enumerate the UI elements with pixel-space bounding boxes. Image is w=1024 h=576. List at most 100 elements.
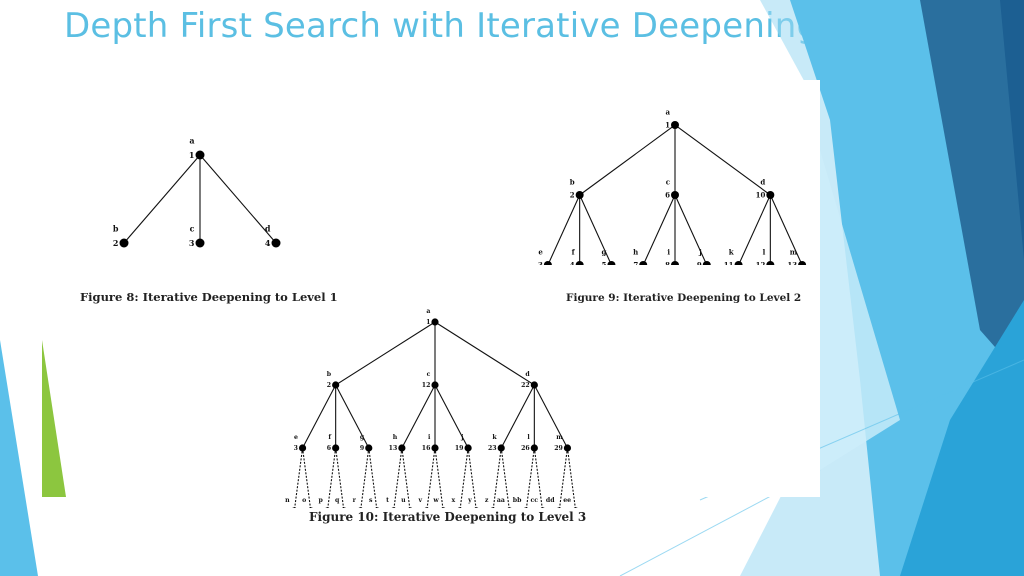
node-name-label: a bbox=[189, 135, 194, 145]
tree-node-dot bbox=[424, 507, 429, 508]
node-order-label: 23 bbox=[488, 445, 497, 452]
tree-node-dot bbox=[573, 507, 578, 508]
tree-node-dot bbox=[375, 507, 380, 508]
tree-edge bbox=[579, 194, 612, 265]
node-order-label: 3 bbox=[189, 238, 195, 248]
tree-node-dot bbox=[271, 238, 281, 248]
node-name-label: h bbox=[393, 434, 398, 441]
tree-node-dot bbox=[358, 507, 363, 508]
node-name-label: ee bbox=[563, 497, 571, 504]
node-name-label: b bbox=[570, 178, 575, 187]
node-order-label: 2 bbox=[327, 382, 331, 389]
tree-edges bbox=[123, 154, 277, 244]
tree-node-dot bbox=[365, 444, 373, 452]
node-name-label: m bbox=[556, 434, 563, 441]
node-order-label: 12 bbox=[756, 260, 766, 265]
tree-node-dot bbox=[431, 444, 439, 452]
tree-node-dot bbox=[563, 444, 572, 452]
tree-node-dot bbox=[341, 507, 346, 508]
tree-node-dot bbox=[441, 507, 446, 508]
node-name-label: i bbox=[428, 434, 431, 441]
node-name-label: c bbox=[427, 371, 431, 378]
tree-edge bbox=[335, 447, 345, 508]
node-order-label: 1 bbox=[426, 319, 430, 326]
right-dark-blue-panel bbox=[920, 0, 1024, 380]
tree-edge bbox=[434, 321, 535, 386]
node-order-label: 9 bbox=[697, 260, 702, 265]
tree-edge bbox=[426, 447, 436, 508]
node-order-label: 6 bbox=[327, 445, 331, 452]
tree-edge bbox=[199, 154, 277, 244]
tree-node-dot bbox=[298, 444, 307, 452]
node-name-label: p bbox=[318, 497, 323, 504]
tree-edge bbox=[769, 194, 803, 265]
tree-node-dot bbox=[332, 444, 340, 452]
node-name-label: s bbox=[369, 497, 373, 504]
node-order-label: 1 bbox=[189, 150, 195, 160]
node-order-label: 9 bbox=[360, 445, 364, 452]
tree-edge bbox=[547, 194, 581, 265]
right-mid-blue-panel bbox=[900, 300, 1024, 576]
node-name-label: h bbox=[633, 248, 638, 257]
tree-edge bbox=[401, 384, 436, 449]
tree-edge bbox=[360, 447, 370, 508]
tree-node-dot bbox=[457, 507, 462, 508]
tree-edge bbox=[294, 447, 304, 508]
node-name-label: bb bbox=[513, 497, 522, 504]
tree-node-dot bbox=[408, 507, 413, 508]
node-order-label: 2 bbox=[113, 238, 119, 248]
node-order-label: 22 bbox=[521, 382, 530, 389]
tree-edge bbox=[500, 447, 510, 508]
node-name-label: f bbox=[572, 248, 576, 257]
tree-node-dot bbox=[530, 381, 538, 389]
tree-edge bbox=[401, 447, 411, 508]
tree-edge bbox=[525, 447, 535, 508]
right-deep-blue-panel bbox=[1000, 0, 1024, 260]
tree-edge bbox=[566, 447, 576, 508]
node-name-label: d bbox=[265, 223, 271, 233]
node-name-label: w bbox=[432, 497, 439, 504]
node-order-label: 12 bbox=[422, 382, 431, 389]
node-order-label: 5 bbox=[602, 260, 607, 265]
tree-node-dot bbox=[671, 121, 679, 129]
node-name-label: k bbox=[729, 248, 734, 257]
figure-9-caption: Figure 9: Iterative Deepening to Level 2 bbox=[566, 292, 802, 304]
node-order-label: 29 bbox=[554, 445, 563, 452]
tree-node-dot bbox=[575, 191, 584, 199]
tree-node-dot bbox=[490, 507, 495, 508]
node-order-label: 13 bbox=[389, 445, 398, 452]
node-name-label: z bbox=[485, 497, 489, 504]
node-name-label: y bbox=[467, 497, 472, 504]
tree-edge bbox=[302, 384, 337, 449]
tree-node-dot bbox=[474, 507, 479, 508]
node-name-label: c bbox=[190, 223, 195, 233]
node-order-label: 10 bbox=[756, 190, 766, 199]
node-order-label: 1 bbox=[665, 120, 670, 129]
node-order-label: 3 bbox=[294, 445, 298, 452]
node-name-label: dd bbox=[546, 497, 555, 504]
tree-edge bbox=[393, 447, 403, 508]
tree-node-dot bbox=[119, 238, 129, 248]
right-pale-triangle bbox=[820, 150, 900, 470]
tree-node-dot bbox=[607, 261, 616, 265]
tree-node-dot bbox=[766, 261, 775, 265]
tree-node-dot bbox=[671, 261, 679, 265]
node-name-label: x bbox=[452, 497, 456, 504]
tree-edge bbox=[533, 447, 543, 508]
tree-node-dot bbox=[292, 507, 297, 508]
node-name-label: n bbox=[285, 497, 290, 504]
tree-node-dot bbox=[766, 191, 775, 199]
node-order-label: 3 bbox=[538, 260, 543, 265]
figure-10-caption: Figure 10: Iterative Deepening to Level … bbox=[309, 510, 587, 524]
node-name-label: e bbox=[538, 248, 543, 257]
tree-edge bbox=[368, 447, 378, 508]
tree-node-dot bbox=[639, 261, 648, 265]
tree-node-dot bbox=[332, 381, 340, 389]
node-name-label: o bbox=[302, 497, 306, 504]
tree-edge bbox=[674, 124, 771, 196]
tree-edge bbox=[642, 194, 676, 265]
tree-edge bbox=[533, 384, 568, 449]
